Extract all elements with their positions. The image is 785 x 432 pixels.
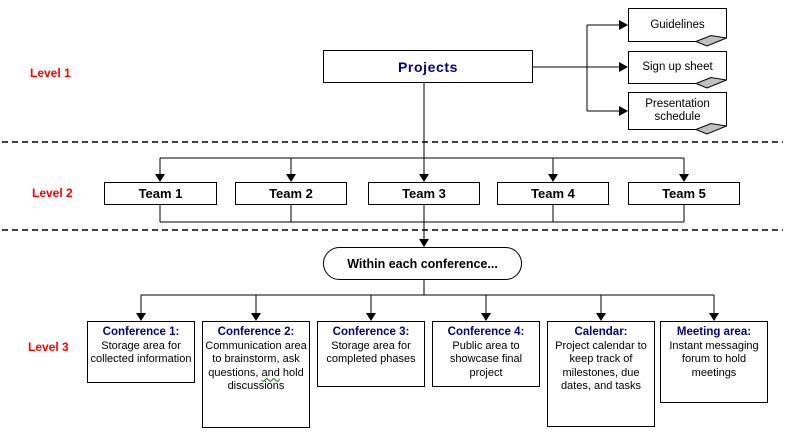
level-1-label: Level 1 bbox=[30, 66, 71, 80]
meeting-area-title: Meeting area: bbox=[676, 326, 752, 338]
team-4-node: Team 4 bbox=[497, 182, 609, 205]
conference-4-node: Conference 4: Public area to showcase fi… bbox=[432, 321, 540, 387]
team-1-node: Team 1 bbox=[104, 182, 217, 205]
arrowheads bbox=[136, 20, 719, 321]
within-each-conference-label: Within each conference... bbox=[347, 256, 498, 271]
conference-4-body: Public area to showcase final project bbox=[449, 339, 523, 379]
document-shape bbox=[628, 92, 727, 135]
presentation-schedule-document: Presentation schedule bbox=[628, 92, 727, 137]
document-shape bbox=[628, 51, 727, 89]
grammar-squiggle-text: and bbox=[261, 366, 280, 379]
conference-2-node: Conference 2: Communication area to brai… bbox=[202, 321, 310, 428]
conference-2-body-pre: Communication area to brainstorm, ask qu… bbox=[205, 339, 307, 379]
page-curl-icon bbox=[694, 76, 727, 89]
guidelines-label: Guidelines bbox=[650, 18, 705, 31]
sign-up-sheet-label: Sign up sheet bbox=[642, 61, 713, 73]
team-5-label: Team 5 bbox=[662, 186, 706, 201]
team-2-label: Team 2 bbox=[269, 186, 313, 201]
document-shape bbox=[628, 8, 727, 47]
page-curl-icon bbox=[694, 122, 727, 135]
presentation-schedule-label: Presentation schedule bbox=[645, 98, 710, 123]
level-2-label: Level 2 bbox=[32, 186, 73, 200]
team-4-label: Team 4 bbox=[531, 186, 575, 201]
conference-1-body: Storage area for collected information bbox=[90, 339, 192, 366]
guidelines-document: Guidelines bbox=[628, 8, 727, 49]
conference-2-body-post: hold discussions bbox=[227, 366, 304, 393]
team-3-node: Team 3 bbox=[368, 182, 480, 205]
meeting-area-node: Meeting area: Instant messaging forum to… bbox=[660, 321, 768, 403]
meeting-area-body: Instant messaging forum to hold meetings bbox=[669, 339, 759, 379]
conference-4-title: Conference 4: bbox=[447, 326, 525, 338]
conference-2-body: Communication area to brainstorm, ask qu… bbox=[205, 340, 307, 394]
team-5-node: Team 5 bbox=[628, 182, 740, 205]
conference-1-title: Conference 1: bbox=[102, 326, 180, 338]
conference-2-title: Conference 2: bbox=[217, 326, 295, 338]
projects-label: Projects bbox=[397, 58, 459, 75]
calendar-node: Calendar: Project calendar to keep track… bbox=[547, 321, 655, 427]
team-2-node: Team 2 bbox=[235, 182, 347, 205]
conference-3-body: Storage area for completed phases bbox=[326, 339, 416, 366]
within-each-conference-node: Within each conference... bbox=[323, 247, 522, 280]
level-3-label: Level 3 bbox=[28, 340, 69, 354]
conference-3-title: Conference 3: bbox=[332, 326, 410, 338]
sign-up-sheet-document: Sign up sheet bbox=[628, 51, 727, 91]
team-3-label: Team 3 bbox=[402, 186, 446, 201]
projects-node: Projects bbox=[323, 50, 533, 83]
conference-3-node: Conference 3: Storage area for completed… bbox=[317, 321, 425, 387]
calendar-body: Project calendar to keep track of milest… bbox=[555, 339, 647, 393]
team-1-label: Team 1 bbox=[138, 186, 183, 201]
page-curl-icon bbox=[694, 34, 727, 47]
conference-1-node: Conference 1: Storage area for collected… bbox=[87, 321, 195, 383]
calendar-title: Calendar: bbox=[574, 326, 628, 338]
